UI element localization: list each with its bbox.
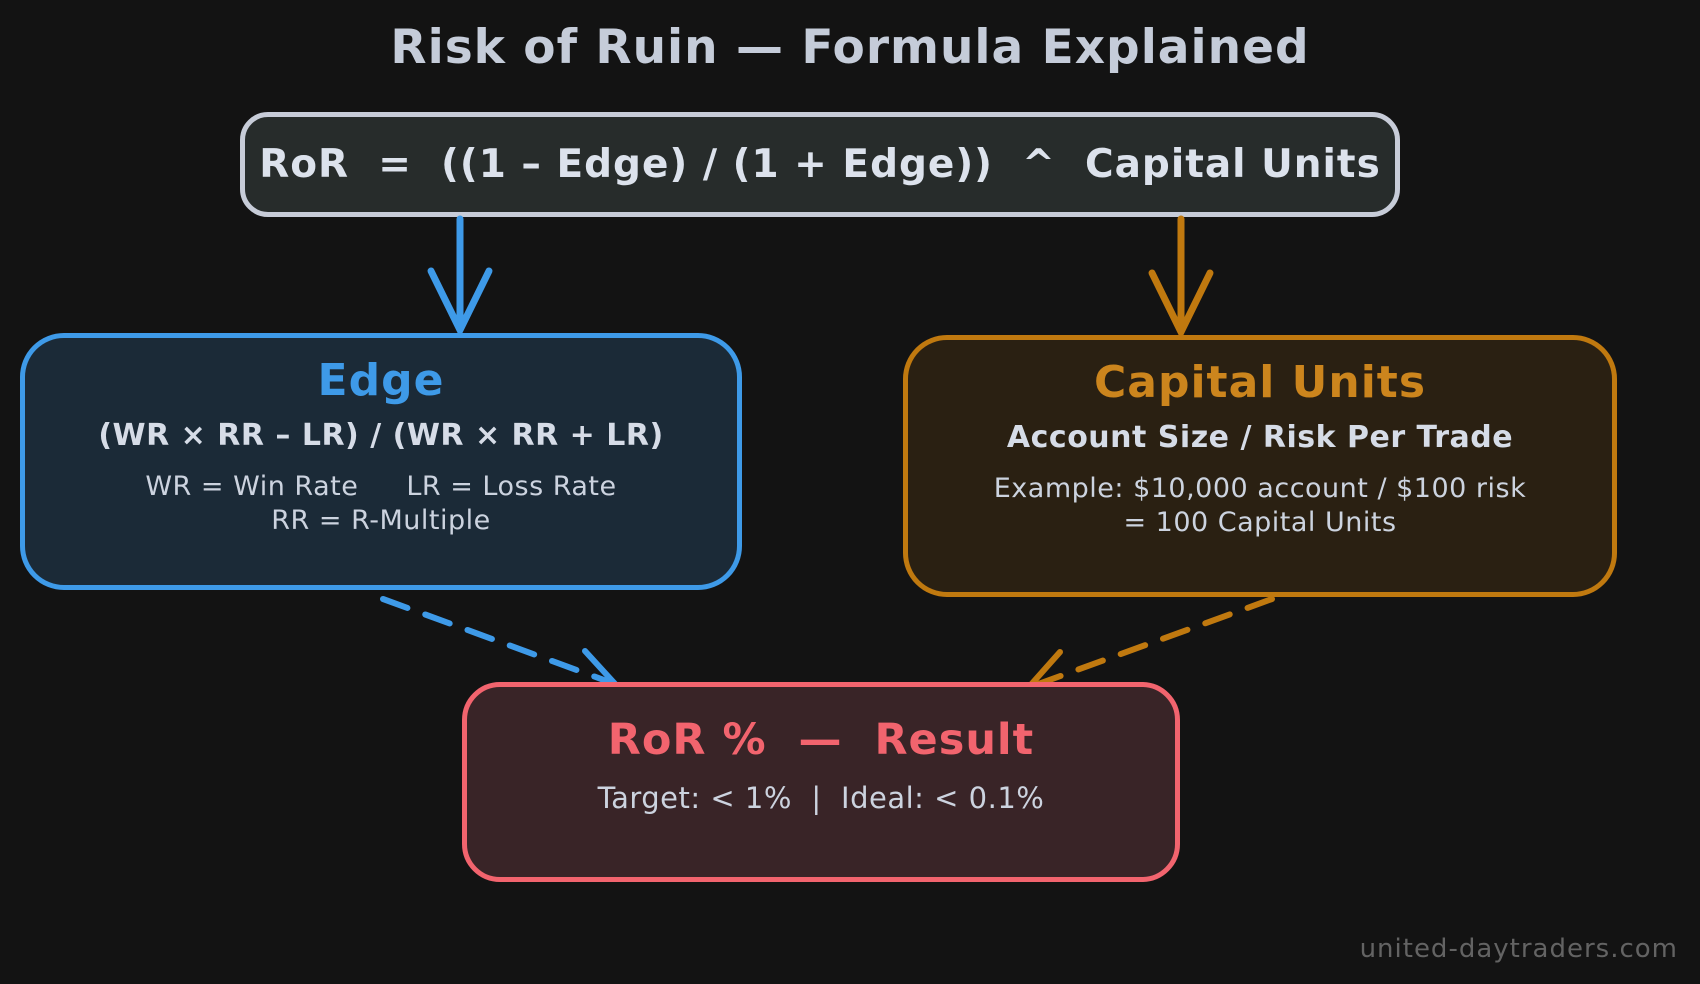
blue-dashed-arrow [380, 596, 624, 692]
edge-legend-row: WR = Win Rate LR = Loss Rate [145, 470, 616, 504]
capital-units-example-line1: Example: $10,000 account / $100 risk [993, 473, 1527, 504]
ror-formula-text: RoR = ((1 – Edge) / (1 + Edge)) ^ Capita… [259, 142, 1381, 187]
watermark: united-daytraders.com [1359, 934, 1678, 964]
result-title: RoR % — Result [607, 715, 1035, 765]
edge-legend-loss-rate: LR = Loss Rate [406, 471, 617, 502]
capital-units-example-line2: = 100 Capital Units [1123, 507, 1397, 538]
edge-node: Edge (WR × RR – LR) / (WR × RR + LR) WR … [20, 333, 742, 590]
capital-units-node: Capital Units Account Size / Risk Per Tr… [903, 335, 1617, 597]
orange-dashed-arrow [1021, 596, 1275, 694]
orange-arrow [1148, 215, 1214, 340]
edge-formula: (WR × RR – LR) / (WR × RR + LR) [98, 418, 664, 453]
edge-legend-win-rate: WR = Win Rate [145, 471, 359, 502]
formula-node: RoR = ((1 – Edge) / (1 + Edge)) ^ Capita… [240, 112, 1400, 217]
blue-arrow [427, 215, 493, 338]
capital-units-title: Capital Units [1093, 357, 1427, 408]
edge-legend-r-multiple: RR = R-Multiple [271, 505, 491, 536]
capital-units-formula: Account Size / Risk Per Trade [1006, 420, 1514, 455]
result-node: RoR % — Result Target: < 1% | Ideal: < 0… [462, 682, 1180, 882]
edge-title: Edge [317, 355, 445, 406]
diagram-title: Risk of Ruin — Formula Explained [390, 20, 1310, 75]
result-target-line: Target: < 1% | Ideal: < 0.1% [597, 781, 1045, 815]
